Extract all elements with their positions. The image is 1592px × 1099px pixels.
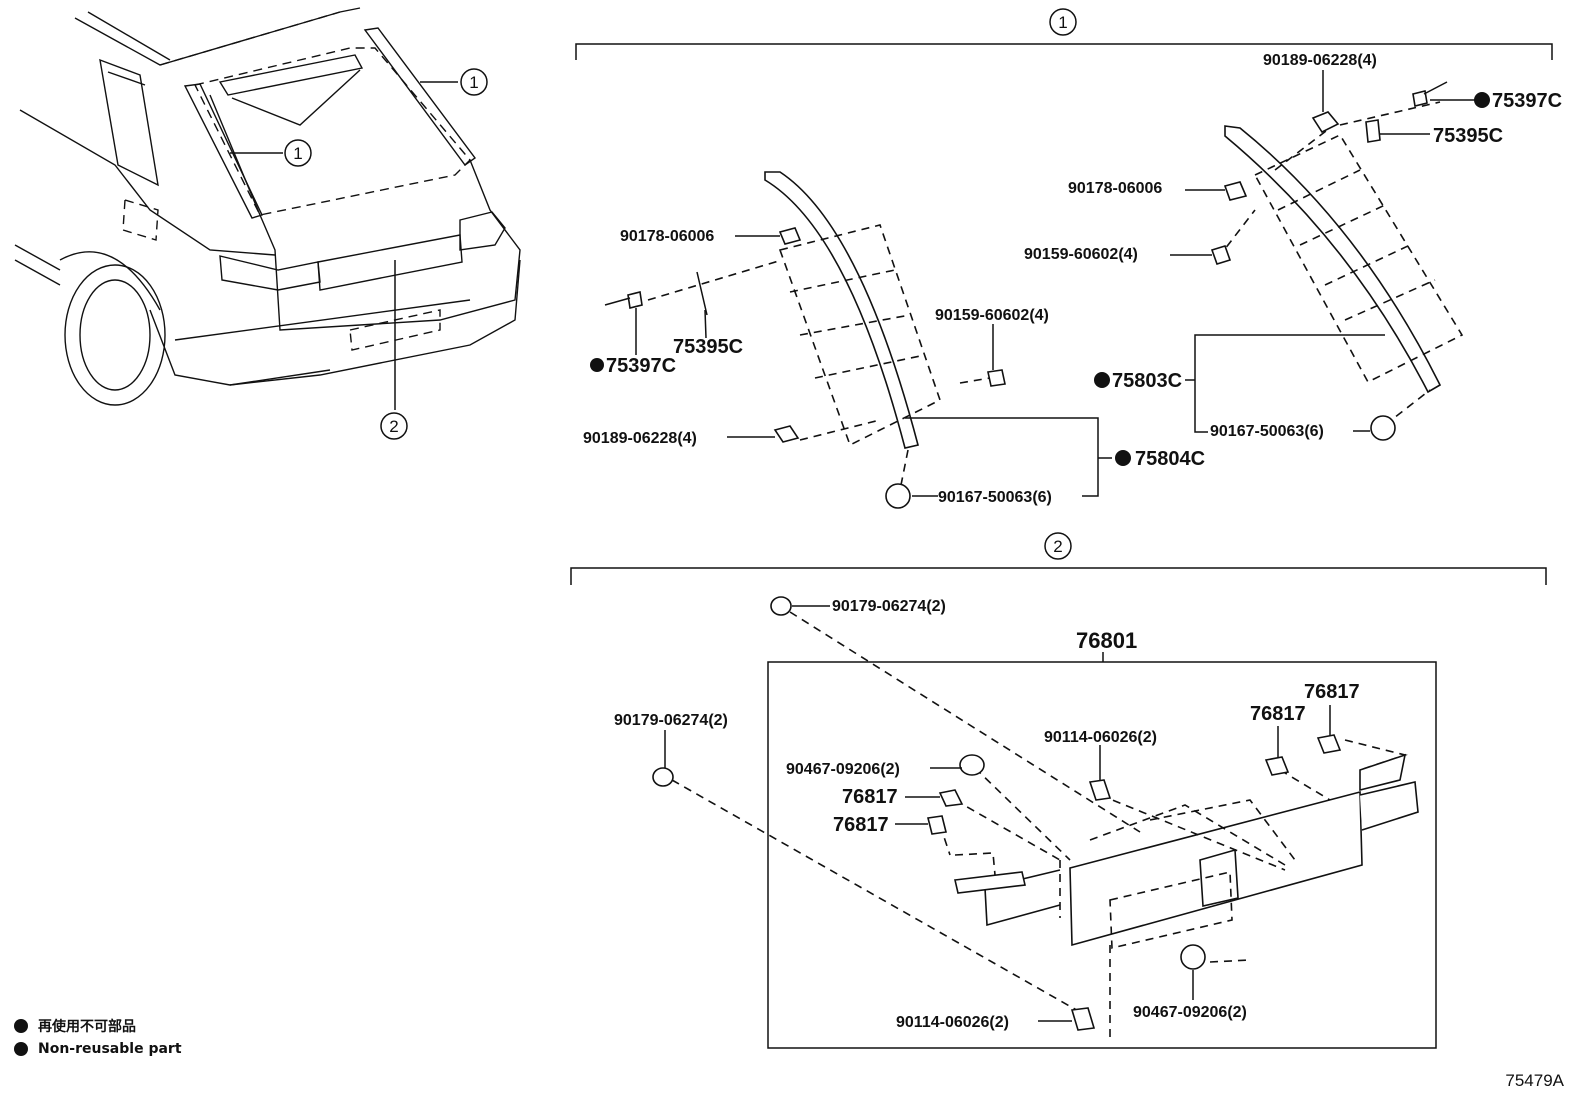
non-reusable-dot-75804 (1115, 450, 1131, 466)
label-90167-right: 90167-50063(6) (1210, 423, 1324, 440)
tape-75395-left (696, 271, 708, 316)
screw-90159-right (1210, 245, 1232, 265)
bolt-90114-upper (1088, 779, 1112, 801)
label-90114-upper: 90114-06026(2) (1044, 729, 1157, 746)
clip-90167-left (885, 483, 911, 509)
label-75395-left: 75395C (673, 336, 743, 358)
screw-90159-left (987, 369, 1006, 387)
label-76817-c: 76817 (1250, 703, 1306, 725)
label-90179-top: 90179-06274(2) (832, 598, 946, 615)
clip-76817-b (927, 815, 947, 835)
label-90189-right: 90189-06228(4) (1263, 52, 1377, 69)
clip-90467-upper (959, 754, 985, 776)
vehicle-rear-view (14, 7, 521, 410)
callout-1-lower-text: 1 (293, 144, 302, 163)
clip-90467-lower (1180, 944, 1206, 970)
nut-90179-left (652, 767, 674, 787)
section-2-marker (1044, 532, 1072, 560)
callout-2-vehicle (380, 412, 408, 440)
nut-90179-top (770, 596, 792, 616)
label-90189-left: 90189-06228(4) (583, 430, 697, 447)
label-75804: 75804C (1135, 448, 1205, 470)
label-90178-left: 90178-06006 (620, 228, 714, 245)
non-reusable-dot-75397-left (590, 358, 604, 372)
callout-2-vehicle-text: 2 (389, 417, 398, 436)
section-2-marker-text: 2 (1053, 537, 1062, 556)
label-76817-d: 76817 (1304, 681, 1360, 703)
section-1-marker-text: 1 (1058, 13, 1067, 32)
label-75395-right: 75395C (1433, 125, 1503, 147)
section-1-marker (1049, 8, 1077, 36)
section-1-bracket (575, 43, 1553, 60)
legend-japanese-text: 再使用不可部品 (38, 1019, 136, 1035)
figure-code: 75479A (1505, 1071, 1564, 1090)
callout-1-upper-text: 1 (469, 73, 478, 92)
non-reusable-dot-75803 (1094, 372, 1110, 388)
label-90467-lower: 90467-09206(2) (1133, 1004, 1247, 1021)
label-90159-right: 90159-60602(4) (1024, 246, 1138, 263)
clip-90189-left (773, 425, 800, 443)
label-90114-lower: 90114-06026(2) (896, 1014, 1009, 1031)
non-reusable-dot-75397-right (1474, 92, 1490, 108)
nut-90178-right (1223, 181, 1248, 201)
assembly-76801-box (767, 661, 1437, 1049)
clip-75397-right (1412, 90, 1428, 107)
molding-left (647, 171, 991, 491)
nut-90178-left (778, 227, 802, 245)
molding-right (1217, 101, 1464, 426)
legend-english-text: Non-reusable part (38, 1041, 182, 1057)
label-76817-a: 76817 (842, 786, 898, 808)
label-76817-b: 76817 (833, 814, 889, 836)
clip-76817-a (938, 789, 964, 807)
section-2-bracket (570, 567, 1547, 585)
label-90178-right: 90178-06006 (1068, 180, 1162, 197)
label-75397-right: 75397C (1492, 90, 1562, 112)
callout-1-upper (460, 68, 488, 96)
callout-1-lower (284, 139, 312, 167)
clip-75397-left (627, 291, 643, 309)
clip-90189-right (1311, 111, 1340, 134)
label-75803: 75803C (1112, 370, 1182, 392)
bolt-90114-lower (1070, 1007, 1096, 1031)
clip-76817-d (1316, 734, 1342, 754)
legend-english: Non-reusable part (14, 1041, 182, 1057)
legend-dot-icon (14, 1019, 28, 1033)
label-90467-upper: 90467-09206(2) (786, 761, 900, 778)
legend-dot-icon (14, 1042, 28, 1056)
tape-75395-right (1365, 119, 1381, 143)
rear-garnish-76801 (954, 739, 1419, 1040)
legend-japanese: 再使用不可部品 (14, 1016, 136, 1036)
clip-90167-right (1370, 415, 1396, 441)
label-90167-left: 90167-50063(6) (938, 489, 1052, 506)
label-76801: 76801 (1076, 628, 1137, 653)
label-90179-left: 90179-06274(2) (614, 712, 728, 729)
label-75397-left: 75397C (606, 355, 676, 377)
clip-76817-c (1264, 756, 1290, 776)
label-90159-left: 90159-60602(4) (935, 307, 1049, 324)
